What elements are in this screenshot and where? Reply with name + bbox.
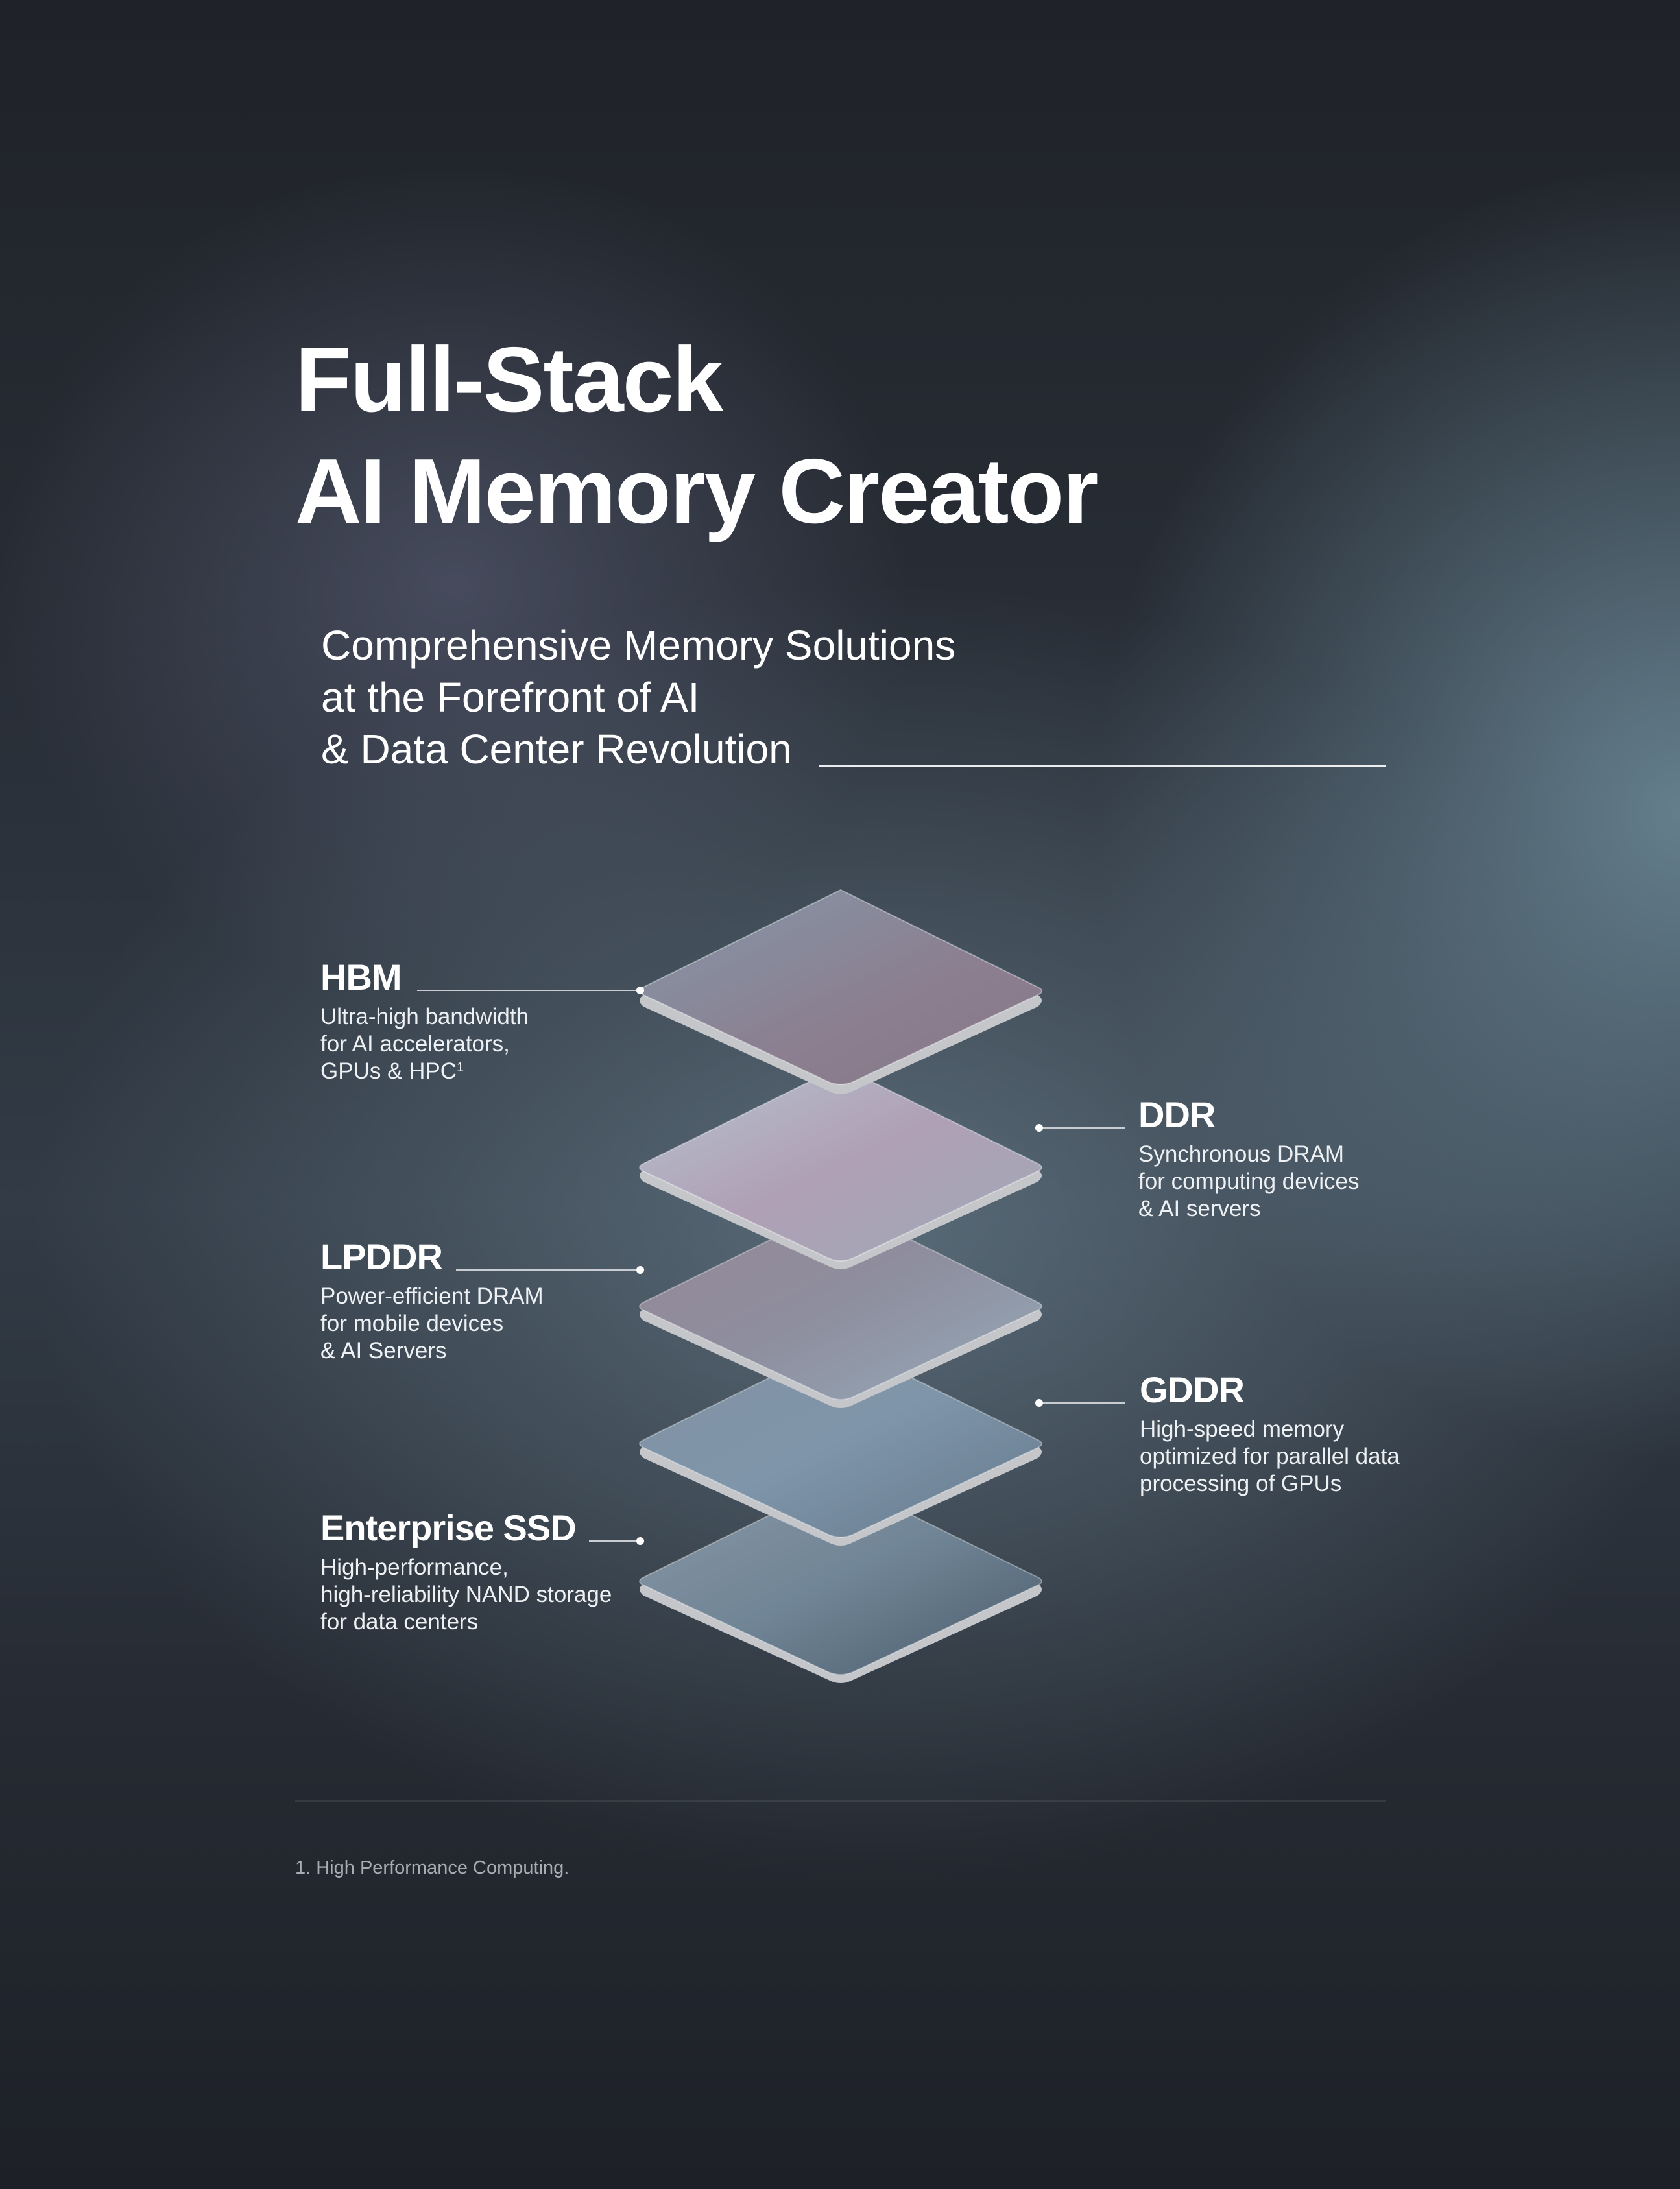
page-title: Full-Stack AI Memory Creator (295, 324, 1098, 547)
page-subtitle: Comprehensive Memory Solutions at the Fo… (321, 619, 955, 775)
subtitle-line-2: at the Forefront of AI (321, 674, 700, 721)
hbm-layer (639, 889, 1042, 1094)
ddr-plate-top (639, 1065, 1042, 1262)
footer-divider (295, 1800, 1386, 1802)
ssd-layer (639, 1479, 1042, 1683)
gddr-desc-line: High-speed memory (1140, 1417, 1345, 1442)
gddr-layer (639, 1341, 1042, 1546)
ssd-plate-top (639, 1479, 1042, 1675)
hbm-leader-dot (636, 987, 644, 994)
hbm-plate-top (639, 889, 1042, 1085)
hbm-name: HBM (320, 957, 402, 998)
ssd-desc-line: high-reliability NAND storage (320, 1582, 612, 1607)
lpddr-description: Power-efficient DRAM for mobile devices … (320, 1283, 544, 1365)
ssd-desc-line: High-performance, (320, 1555, 509, 1580)
gddr-desc-line: processing of GPUs (1140, 1471, 1342, 1496)
ddr-desc-line: & AI servers (1138, 1196, 1261, 1221)
ssd-description: High-performance, high-reliability NAND … (320, 1554, 612, 1636)
ddr-description: Synchronous DRAM for computing devices &… (1138, 1141, 1359, 1223)
ssd-leader-dot (636, 1537, 644, 1545)
title-line-1: Full-Stack (295, 328, 724, 431)
leader-lines (417, 987, 1125, 1545)
lpddr-desc-line: for mobile devices (320, 1311, 504, 1336)
lpddr-desc-line: & AI Servers (320, 1338, 447, 1363)
title-line-2: AI Memory Creator (295, 440, 1098, 543)
gddr-description: High-speed memory optimized for parallel… (1140, 1416, 1400, 1498)
ddr-layer (639, 1065, 1042, 1269)
hbm-desc-text: GPUs & HPC (320, 1059, 457, 1084)
hbm-description: Ultra-high bandwidth for AI accelerators… (320, 1003, 529, 1085)
subtitle-line-1: Comprehensive Memory Solutions (321, 622, 956, 669)
gddr-leader-dot (1035, 1399, 1043, 1407)
subtitle-line-3: & Data Center Revolution (321, 726, 792, 772)
footnote: 1. High Performance Computing. (295, 1858, 570, 1878)
gddr-plate-top (639, 1341, 1042, 1538)
ddr-desc-line: for computing devices (1138, 1169, 1360, 1194)
lpddr-desc-line: Power-efficient DRAM (320, 1284, 544, 1309)
ddr-name: DDR (1138, 1094, 1216, 1135)
gddr-desc-line: optimized for parallel data (1140, 1444, 1400, 1469)
hbm-footnote-ref: 1 (457, 1060, 464, 1075)
lpddr-layer (639, 1204, 1042, 1408)
lpddr-name: LPDDR (320, 1236, 443, 1277)
ddr-leader-dot (1035, 1124, 1043, 1132)
hbm-desc-line: Ultra-high bandwidth (320, 1004, 529, 1029)
hbm-desc-line: GPUs & HPC1 (320, 1058, 529, 1085)
ddr-label: DDR Synchronous DRAM for computing devic… (1138, 1094, 1359, 1223)
gddr-label: GDDR High-speed memory optimized for par… (1140, 1369, 1400, 1498)
ssd-label: Enterprise SSD High-performance, high-re… (320, 1507, 612, 1636)
ssd-desc-line: for data centers (320, 1609, 479, 1634)
lpddr-leader-dot (636, 1266, 644, 1274)
lpddr-label: LPDDR Power-efficient DRAM for mobile de… (320, 1236, 544, 1365)
gddr-name: GDDR (1140, 1369, 1245, 1410)
hbm-label: HBM Ultra-high bandwidth for AI accelera… (320, 957, 529, 1085)
ddr-desc-line: Synchronous DRAM (1138, 1142, 1345, 1167)
lpddr-plate-top (639, 1204, 1042, 1400)
subtitle-divider (819, 765, 1386, 767)
ssd-name: Enterprise SSD (320, 1507, 577, 1548)
hbm-desc-line: for AI accelerators, (320, 1031, 510, 1057)
